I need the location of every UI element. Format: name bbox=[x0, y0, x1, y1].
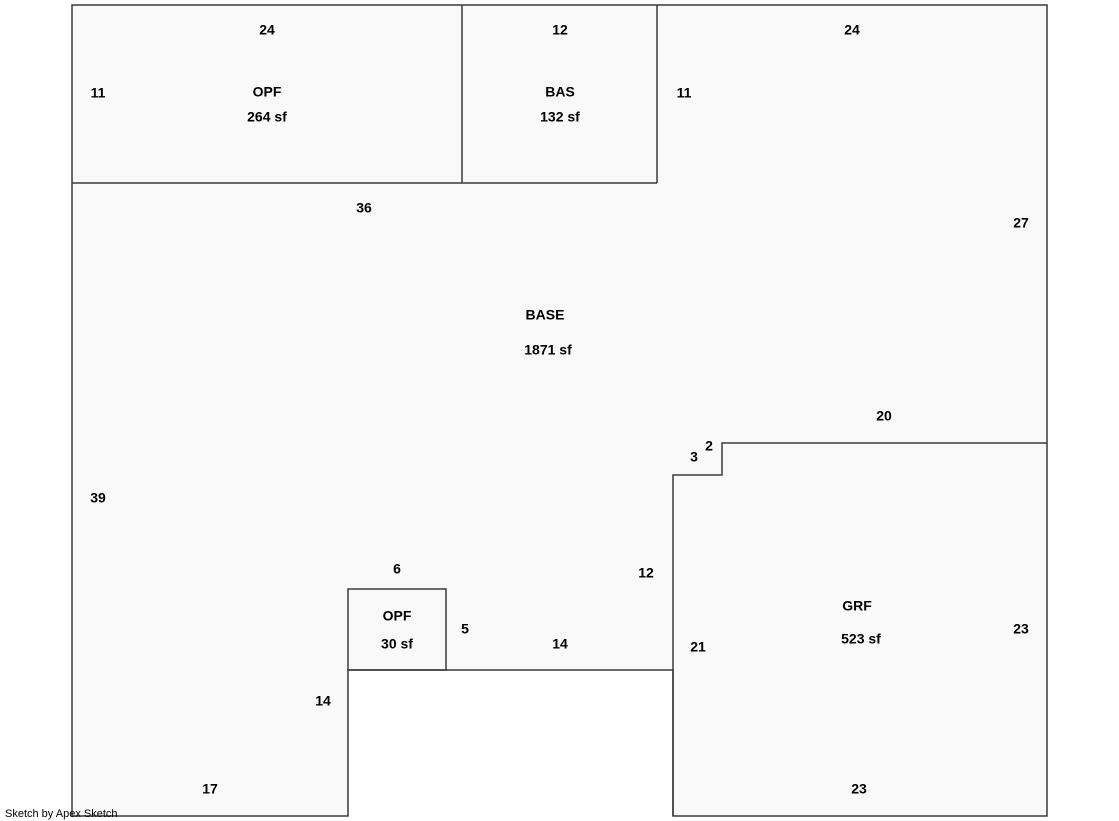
bas-label: BAS bbox=[545, 84, 575, 100]
dim-label: 23 bbox=[1013, 621, 1029, 637]
dim-label: 12 bbox=[638, 565, 654, 581]
dim-label: 17 bbox=[202, 781, 218, 797]
dim-label: 36 bbox=[356, 200, 372, 216]
dim-label: 24 bbox=[259, 22, 275, 38]
dim-label: 5 bbox=[461, 621, 469, 637]
grf-label: GRF bbox=[842, 598, 872, 614]
credit-text: Sketch by Apex Sketch bbox=[5, 808, 118, 820]
dim-label: 24 bbox=[844, 22, 860, 38]
base-label: BASE bbox=[526, 307, 565, 323]
opf-top-area: 264 sf bbox=[247, 109, 287, 125]
dim-label: 11 bbox=[677, 85, 692, 101]
dim-label: 14 bbox=[552, 636, 568, 652]
dim-label: 6 bbox=[393, 561, 401, 577]
base-area: 1871 sf bbox=[524, 342, 572, 358]
opf-top-label: OPF bbox=[253, 84, 282, 100]
dim-label: 12 bbox=[552, 22, 568, 38]
dim-label: 2 bbox=[705, 438, 713, 454]
dim-label: 27 bbox=[1013, 215, 1029, 231]
dim-label: 39 bbox=[90, 490, 106, 506]
opf-small-area: 30 sf bbox=[381, 636, 413, 652]
dim-label: 3 bbox=[690, 449, 698, 465]
dim-label: 21 bbox=[690, 639, 706, 655]
building-outline bbox=[71, 4, 1048, 817]
opf-small-label: OPF bbox=[383, 608, 412, 624]
dim-label: 23 bbox=[851, 781, 867, 797]
dim-label: 20 bbox=[876, 408, 892, 424]
dim-label: 14 bbox=[315, 693, 331, 709]
opf-small-outline bbox=[347, 588, 447, 671]
grf-outline bbox=[672, 442, 1047, 816]
dim-label: 11 bbox=[91, 85, 106, 101]
grf-area: 523 sf bbox=[841, 631, 881, 647]
bas-area: 132 sf bbox=[540, 109, 580, 125]
